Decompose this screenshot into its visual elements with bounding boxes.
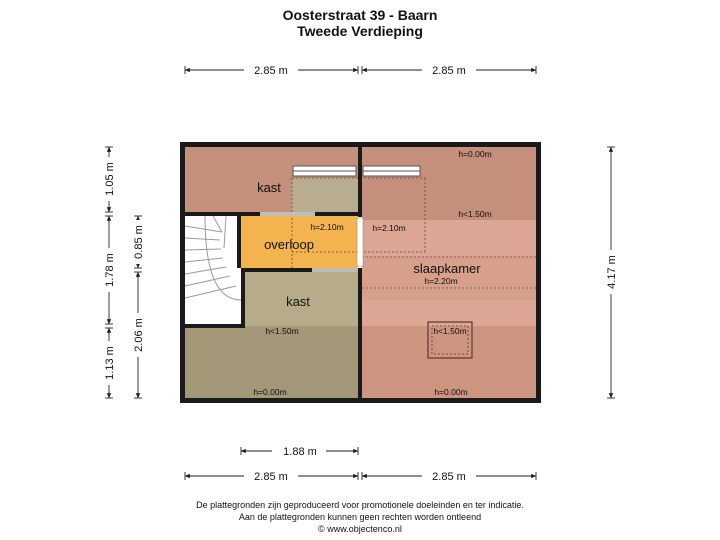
room-label-slaapkamer: slaapkamer [413,261,481,276]
height-lines [291,177,536,289]
slaapkamer-low-top [362,147,536,220]
height-label: h=0.00m [434,387,467,397]
dim-label-left-inner-top: 0.85 m [133,225,145,259]
dim-label-bottom-right: 2.85 m [432,471,466,483]
room-label-overloop: overloop [264,237,314,252]
disclaimer-line-1: De plattegronden zijn geproduceerd voor … [196,500,524,510]
stair-treads [184,215,242,301]
roof-window-right [362,165,421,177]
slaapkamer-low-bottom [362,326,536,398]
height-label: h=2.10m [310,222,343,232]
kast-top-area [292,178,358,213]
door-kast-top [260,212,315,216]
dim-label-left-outer-top: 1.05 m [104,162,116,196]
height-label: h=0.00m [253,387,286,397]
kast-bottom-low [185,326,358,398]
overloop-floor [241,216,358,268]
roof-window-left [292,165,357,177]
door-overloop-right [356,217,364,267]
dim-label-right: 4.17 m [606,255,618,289]
room-label-kast-bottom: kast [286,294,310,309]
dim-label-top-right: 2.85 m [432,65,466,77]
page-subtitle: Tweede Verdieping [297,23,423,39]
dim-label-bottom-left: 2.85 m [254,471,288,483]
height-label: h=2.10m [372,223,405,233]
dim-label-left-outer-bot: 1.13 m [104,346,116,380]
dim-label-bottom-inner: 1.88 m [283,446,317,458]
kast-bottom-floor [245,272,358,326]
stairwell [185,216,241,324]
door-kast-bottom [312,268,358,272]
disclaimer-copyright: © www.objectenco.nl [318,524,402,534]
height-label: h=2.20m [424,276,457,286]
slaapkamer-mid-band [362,256,536,300]
skylight [427,321,473,359]
height-label: h<1.50m [433,326,466,336]
height-label: h<1.50m [265,326,298,336]
height-label: h=0.00m [458,149,491,159]
dim-label-left-outer-mid: 1.78 m [104,253,116,287]
page-title: Oosterstraat 39 - Baarn [282,7,438,23]
dim-label-left-inner-bot: 2.06 m [133,318,145,352]
disclaimer-line-2: Aan de plattegronden kunnen geen rechten… [238,512,482,522]
dim-label-top-left: 2.85 m [254,65,288,77]
height-label: h<1.50m [458,209,491,219]
room-label-kast-top: kast [257,180,281,195]
